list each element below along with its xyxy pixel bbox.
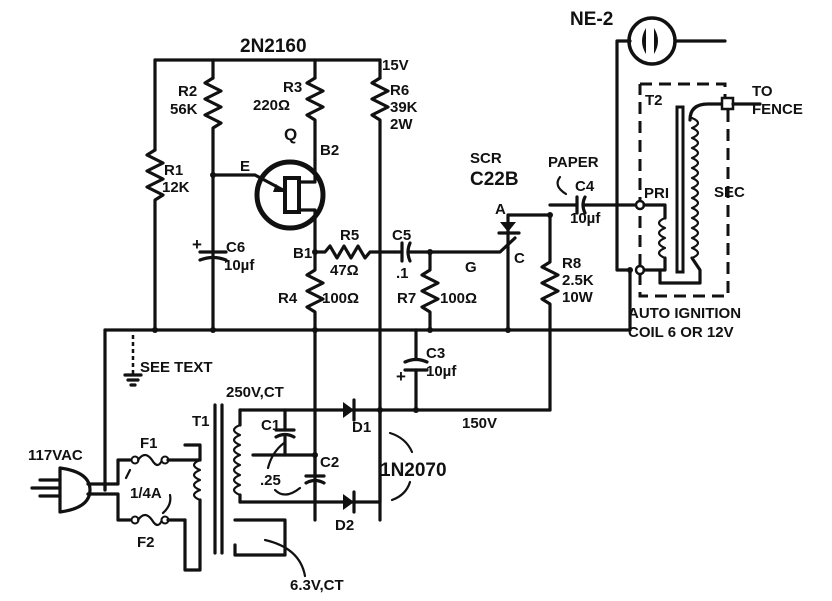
capacitor-c1 — [274, 408, 296, 457]
diode-d1 — [343, 398, 356, 422]
r5-value: 47Ω — [330, 262, 359, 279]
c3-plus: + — [396, 367, 406, 386]
neon-lamp-ne2 — [615, 16, 727, 272]
fuse-rating-label: 1/4A — [130, 485, 162, 502]
c5-ref: C5 — [392, 227, 411, 244]
t2-output-line2: FENCE — [752, 101, 803, 118]
r6-ref: R6 — [390, 82, 409, 99]
t2-desc-line2: COIL 6 OR 12V — [628, 324, 734, 341]
fuse-f1 — [130, 453, 202, 467]
t2-primary-label: PRI — [644, 185, 669, 202]
transistor-ref: Q — [284, 125, 297, 144]
resistor-r1 — [145, 148, 165, 332]
top-rail-15v — [153, 58, 382, 152]
t2-desc-line1: AUTO IGNITION — [628, 305, 741, 322]
resistor-r3 — [305, 76, 325, 162]
t2-secondary-label: SEC — [714, 184, 745, 201]
c1-ref: C1 — [261, 417, 280, 434]
c4-ref: C4 — [575, 178, 595, 195]
r8-ref: R8 — [562, 255, 581, 272]
r5-ref: R5 — [340, 227, 359, 244]
transistor-part-label: 2N2160 — [240, 36, 307, 57]
scr-part-label: C22B — [470, 169, 519, 190]
c5-value: .1 — [396, 265, 409, 282]
transformer-t2 — [634, 82, 762, 298]
resistor-r2 — [203, 76, 223, 332]
c2-ref: C2 — [320, 454, 339, 471]
resistor-r5 — [313, 244, 397, 260]
ground-bus — [103, 268, 632, 492]
r3-value: 220Ω — [253, 97, 290, 114]
ground-note: SEE TEXT — [140, 359, 213, 376]
t1-hv-secondary-label: 250V,CT — [226, 384, 284, 401]
f1-ref: F1 — [140, 435, 158, 452]
d2-ref: D2 — [335, 517, 354, 534]
mains-label: 117VAC — [28, 447, 83, 464]
r8-rating: 10W — [562, 289, 594, 306]
scr-gate-label: G — [465, 259, 477, 276]
c4-note: PAPER — [548, 154, 599, 171]
c6-plus: + — [192, 235, 202, 254]
c6-value: 10µf — [224, 257, 255, 274]
t1-ref: T1 — [192, 413, 210, 430]
r2-ref: R2 — [178, 83, 197, 100]
r2-value: 56K — [170, 101, 198, 118]
capacitor-c2 — [304, 453, 326, 504]
r8-value: 2.5K — [562, 272, 594, 289]
r1-ref: R1 — [164, 162, 183, 179]
neon-part-label: NE-2 — [570, 9, 613, 30]
resistor-r4 — [305, 250, 325, 522]
r1-value: 12K — [162, 179, 190, 196]
resistor-r8 — [540, 213, 560, 412]
scr-anode-label: A — [495, 201, 506, 218]
r4-ref: R4 — [278, 290, 298, 307]
r6-rating: 2W — [390, 116, 413, 133]
scr-type-label: SCR — [470, 150, 502, 167]
t2-output-line1: TO — [752, 83, 773, 100]
t1-lv-secondary-label: 6.3V,CT — [290, 577, 344, 594]
diode-d2 — [238, 408, 382, 514]
emitter-pin-label: E — [240, 158, 250, 175]
capacitor-c4 — [548, 175, 642, 215]
base2-pin-label: B2 — [320, 142, 339, 159]
capacitor-c3 — [403, 328, 429, 412]
r6-value: 39K — [390, 99, 418, 116]
r3-ref: R3 — [283, 79, 302, 96]
c3-ref: C3 — [426, 345, 445, 362]
t2-ref: T2 — [645, 92, 663, 109]
c3-value: 10µf — [426, 363, 457, 380]
c6-ref: C6 — [226, 239, 245, 256]
r7-value: 100Ω — [440, 290, 477, 307]
capacitor-c5 — [393, 236, 517, 263]
c4-value: 10µf — [570, 210, 601, 227]
c2-value: .25 — [260, 472, 281, 489]
base1-pin-label: B1 — [293, 245, 312, 262]
resistor-r6 — [370, 76, 390, 522]
supply-15v-label: 15V — [382, 57, 409, 74]
r4-value: 100Ω — [322, 290, 359, 307]
fuse-f2 — [130, 513, 187, 527]
diode-part-label: 1N2070 — [380, 460, 447, 481]
r7-ref: R7 — [397, 290, 416, 307]
capacitor-c6 — [198, 250, 228, 262]
supply-150v-label: 150V — [462, 415, 497, 432]
d1-ref: D1 — [352, 419, 371, 436]
resistor-r7 — [420, 250, 440, 332]
mains-plug — [30, 458, 132, 522]
f2-ref: F2 — [137, 534, 155, 551]
scr-cathode-label: C — [514, 250, 525, 267]
ground-symbol — [123, 335, 143, 387]
transformer-t1 — [183, 403, 317, 572]
ujt-transistor-q — [211, 158, 326, 254]
scr-c22b — [497, 213, 552, 332]
